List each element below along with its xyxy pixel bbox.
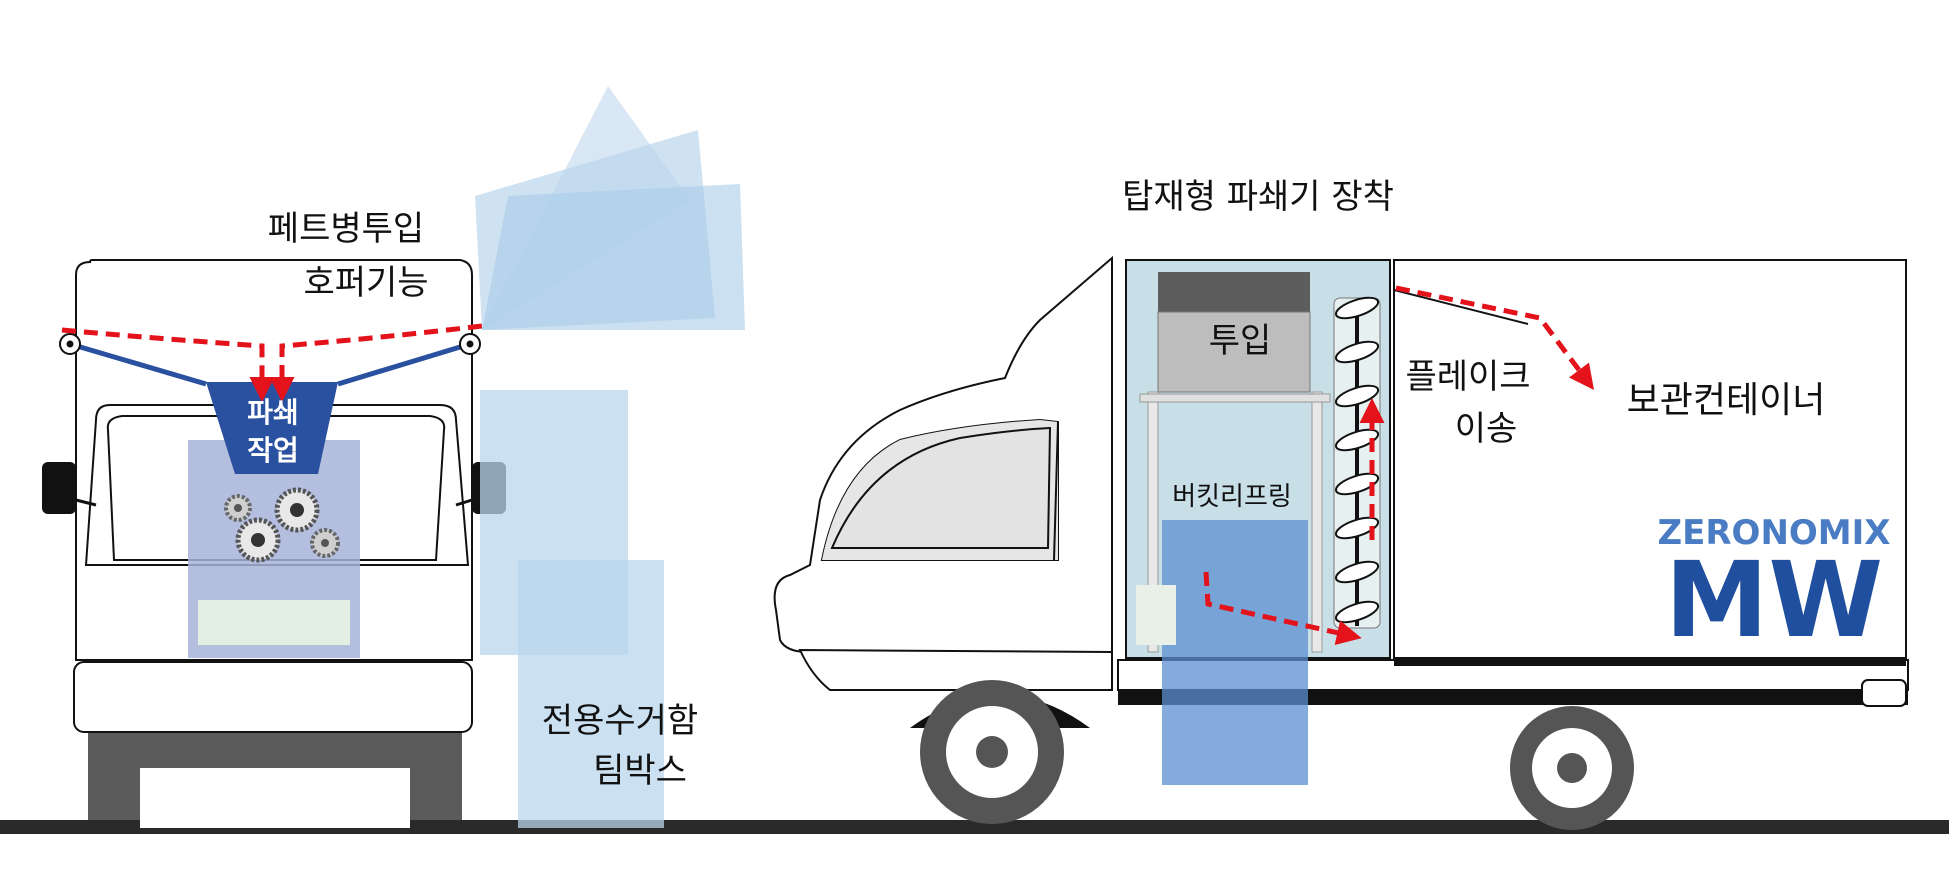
ground-line: [0, 820, 1949, 834]
hopper-label-2: 호퍼기능: [303, 263, 428, 303]
shredder-panel: [198, 600, 350, 645]
brand-name: ZERONOMIX: [1657, 513, 1890, 553]
storage-container: [1393, 259, 1907, 659]
side-view-truck: 투입 버킷리프링 플레이크 이송 보관컨테이너 ZERONOMIX MW: [773, 255, 1909, 830]
rear-wheel: [1510, 706, 1634, 830]
hopper-funnel: [206, 382, 338, 474]
storage-label: 보관컨테이너: [1627, 380, 1826, 421]
gears-icon: [224, 487, 340, 563]
mounted-shredder-title: 탑재형 파쇄기 장착: [1122, 177, 1394, 217]
flake-label-2: 이송: [1455, 409, 1518, 449]
brand-mark: MW: [1665, 539, 1883, 661]
front-axle: [88, 728, 462, 768]
screw-flights: [1334, 296, 1380, 624]
mirror-left: [42, 462, 76, 514]
tipping-bin: [475, 86, 745, 330]
hopper-label-1: 페트병투입: [268, 209, 424, 249]
crushing-label-1: 파쇄: [247, 396, 299, 429]
hopper-flow-arrow: [61, 327, 275, 402]
lift-bucket: [1162, 520, 1308, 785]
box-label-2: 팀박스: [593, 751, 687, 791]
input-hopper-top: [1158, 272, 1310, 312]
bucket-flow-arrow: [1203, 571, 1362, 645]
collection-box: [480, 390, 664, 828]
flake-transfer-arrow: [1395, 285, 1594, 390]
front-wheel: [910, 680, 1090, 824]
input-hopper: [1157, 311, 1311, 393]
front-bumper: [73, 661, 473, 733]
front-view-truck: 파쇄 작업: [42, 259, 506, 828]
box-label-1: 전용수거함: [542, 701, 698, 741]
bucket-lift-label: 버킷리프링: [1172, 482, 1292, 512]
crushing-label-2: 작업: [247, 434, 299, 467]
flake-label-1: 플레이크: [1405, 357, 1530, 397]
input-label: 투입: [1209, 321, 1272, 361]
hopper-flow-arrow-2: [269, 323, 483, 402]
